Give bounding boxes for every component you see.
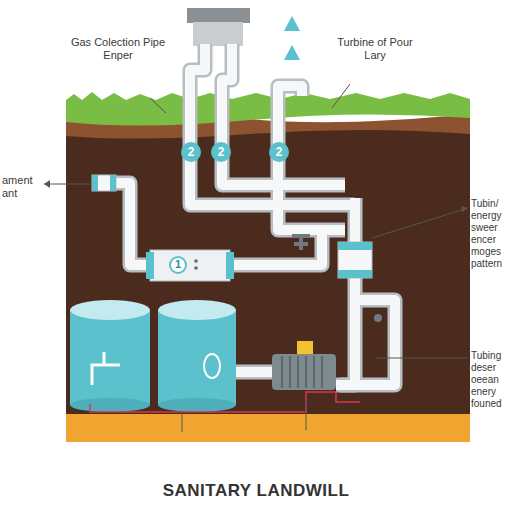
leader-arrowhead <box>461 206 468 212</box>
callout-number: 1 <box>170 257 186 272</box>
pipe <box>236 365 276 380</box>
gas-flare-body <box>193 22 243 46</box>
pipe <box>222 44 345 185</box>
callout-circle <box>269 142 289 162</box>
tank-fitting <box>92 352 120 385</box>
part-label: Turbine of Pour Lary <box>330 36 420 62</box>
pipe-coupling <box>92 175 98 191</box>
storage-tank <box>158 310 236 405</box>
separator-unit <box>150 250 230 281</box>
callout-number: 2 <box>211 145 231 159</box>
grass-layer <box>66 92 470 126</box>
gauge-dot <box>194 259 198 263</box>
part-label: ament ant <box>2 174 40 200</box>
pipe <box>228 232 322 265</box>
pipe-coupling <box>338 270 372 278</box>
gauge-dot <box>194 266 198 270</box>
pipe <box>236 367 276 377</box>
vent-triangle <box>284 45 300 60</box>
pipe <box>340 300 395 385</box>
storage-tank <box>70 398 150 412</box>
gas-flare-top <box>187 8 250 23</box>
tank-top <box>158 300 236 320</box>
waste-soil <box>66 122 470 414</box>
leader-line <box>44 184 90 185</box>
pipe-coupling <box>338 242 372 278</box>
leader-arrowhead <box>44 180 50 188</box>
pipe <box>190 44 355 205</box>
callout-circle <box>211 142 231 162</box>
storage-tank <box>70 310 150 405</box>
separator-cap <box>226 252 234 279</box>
valve-symbol <box>374 314 382 322</box>
callout-circle <box>170 257 186 273</box>
storage-tank <box>158 398 236 412</box>
valve-symbol <box>292 236 310 250</box>
leader-lines <box>44 84 468 432</box>
part-label: Gas Colection Pipe Enper <box>68 36 168 62</box>
leader-line <box>150 98 166 113</box>
callout-number: 2 <box>181 145 201 159</box>
part-label: Tubin/ energy sweer encer moges pattern <box>471 198 512 270</box>
leader-line <box>306 400 307 430</box>
pipe <box>98 183 152 265</box>
leader-line <box>372 208 468 238</box>
leader-line <box>332 84 350 108</box>
leader-line <box>182 412 183 432</box>
pipe <box>340 300 395 385</box>
part-label: Tubing deser oeean enery founed <box>471 350 512 410</box>
pipe <box>278 86 345 230</box>
leader-line <box>376 358 468 359</box>
diagram-title: SANITARY LANDWILL <box>0 481 512 501</box>
base-layer <box>66 412 470 442</box>
separator-cap <box>146 252 154 279</box>
tank-fitting <box>204 354 220 378</box>
callout-number: 2 <box>269 145 289 159</box>
pipe-coupling <box>92 175 116 191</box>
callout-circle <box>181 142 201 162</box>
pipe <box>98 183 152 265</box>
motor-terminal <box>297 341 313 354</box>
generator-motor <box>272 354 336 390</box>
pipe <box>336 198 355 385</box>
vent-triangle <box>284 16 300 31</box>
pipe <box>228 232 322 265</box>
pipe-coupling <box>338 242 372 250</box>
motor-ribs <box>282 356 322 388</box>
pipe-coupling <box>110 175 116 191</box>
power-wire <box>90 392 360 412</box>
tank-top <box>70 300 150 320</box>
